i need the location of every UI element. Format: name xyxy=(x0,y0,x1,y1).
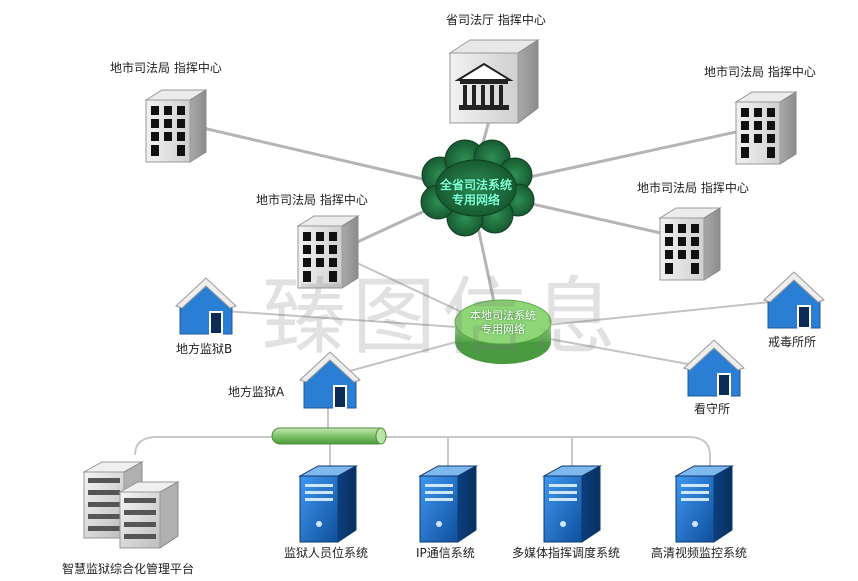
mgmt-platform-label: 智慧监狱综合化管理平台 xyxy=(62,562,195,576)
house-icon xyxy=(175,277,237,335)
server-icon xyxy=(542,465,602,543)
local-network-line1: 本地司法系统 xyxy=(470,309,536,322)
city-bureau-left-label: 地市司法局 指挥中心 xyxy=(256,193,368,207)
server-ip-label: IP通信系统 xyxy=(416,546,475,560)
prison-b-label: 地方监狱B xyxy=(176,342,233,356)
courthouse-icon xyxy=(448,39,540,124)
server-personnel-label: 监狱人员位系统 xyxy=(284,546,369,560)
city-bureau-top-right-label: 地市司法局 指挥中心 xyxy=(704,65,816,79)
provincial-justice-dept-label: 省司法厅 指挥中心 xyxy=(446,13,546,27)
server-multimedia-label: 多媒体指挥调度系统 xyxy=(512,546,621,560)
city-bureau-right-label: 地市司法局 指挥中心 xyxy=(637,181,749,195)
local-network-line2: 专用网络 xyxy=(481,323,525,336)
office-building-icon xyxy=(144,89,208,163)
server-rack-icon xyxy=(118,481,180,549)
office-building-icon xyxy=(296,215,360,289)
province-network-cloud-icon xyxy=(420,139,535,237)
office-building-icon xyxy=(734,91,798,165)
province-network-line1: 全省司法系统 xyxy=(439,178,512,192)
server-icon xyxy=(674,465,734,543)
network-bus-icon xyxy=(271,427,387,445)
server-icon xyxy=(298,465,358,543)
province-network-line2: 专用网络 xyxy=(451,193,500,207)
house-icon xyxy=(683,339,745,397)
server-icon xyxy=(418,465,478,543)
bus-lines xyxy=(134,395,711,470)
house-icon xyxy=(299,351,361,409)
city-bureau-top-left-label: 地市司法局 指挥中心 xyxy=(110,61,222,75)
prison-a-label: 地方监狱A xyxy=(228,385,285,399)
server-video-label: 高清视频监控系统 xyxy=(651,546,748,560)
province-network-label: 全省司法系统 专用网络 xyxy=(426,178,526,208)
detention-center-label: 看守所 xyxy=(694,402,731,416)
rehab-center-label: 戒毒所所 xyxy=(768,335,817,349)
office-building-icon xyxy=(658,207,722,281)
local-network-disk-icon xyxy=(454,299,552,364)
watermark: 臻图信息 xyxy=(262,268,623,366)
local-network-label: 本地司法系统 专用网络 xyxy=(453,309,553,337)
house-icon xyxy=(763,271,825,329)
